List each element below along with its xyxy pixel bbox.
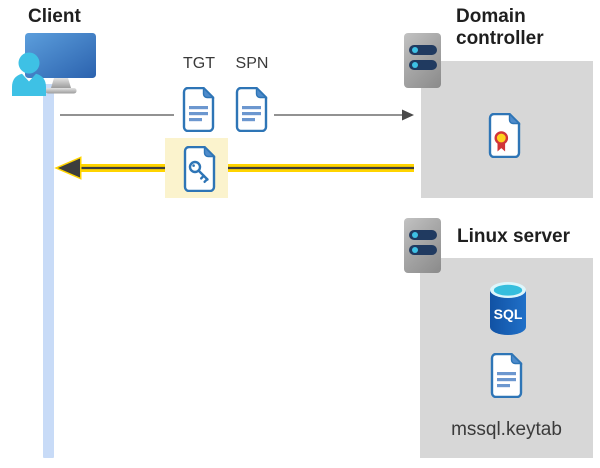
keytab-document-icon — [490, 353, 523, 398]
spn-label: SPN — [235, 55, 269, 72]
sql-database-icon: SQL — [490, 282, 526, 335]
server-led-icon — [412, 62, 418, 68]
server-led-icon — [412, 247, 418, 253]
monitor-icon — [25, 33, 96, 94]
keytab-label: mssql.keytab — [451, 419, 562, 440]
server-led-icon — [412, 232, 418, 238]
client-title: Client — [28, 6, 81, 27]
client-lifeline — [43, 84, 54, 458]
linux-server-icon — [404, 218, 441, 273]
response-arrow-icon — [54, 156, 414, 180]
domain-controller-server-icon — [404, 33, 441, 88]
user-workstation-icon — [12, 33, 96, 96]
tgt-label: TGT — [183, 55, 215, 72]
key-document-icon — [183, 146, 216, 192]
domain-controller-title: Domain controller — [456, 6, 544, 49]
spn-document-icon — [235, 87, 268, 132]
user-icon — [12, 52, 46, 96]
key-glyph — [188, 160, 209, 183]
tgt-document-icon — [182, 87, 215, 132]
server-led-icon — [412, 47, 418, 53]
certificate-icon — [488, 113, 521, 158]
linux-server-title: Linux server — [457, 226, 570, 247]
sql-badge-text: SQL — [494, 306, 523, 322]
